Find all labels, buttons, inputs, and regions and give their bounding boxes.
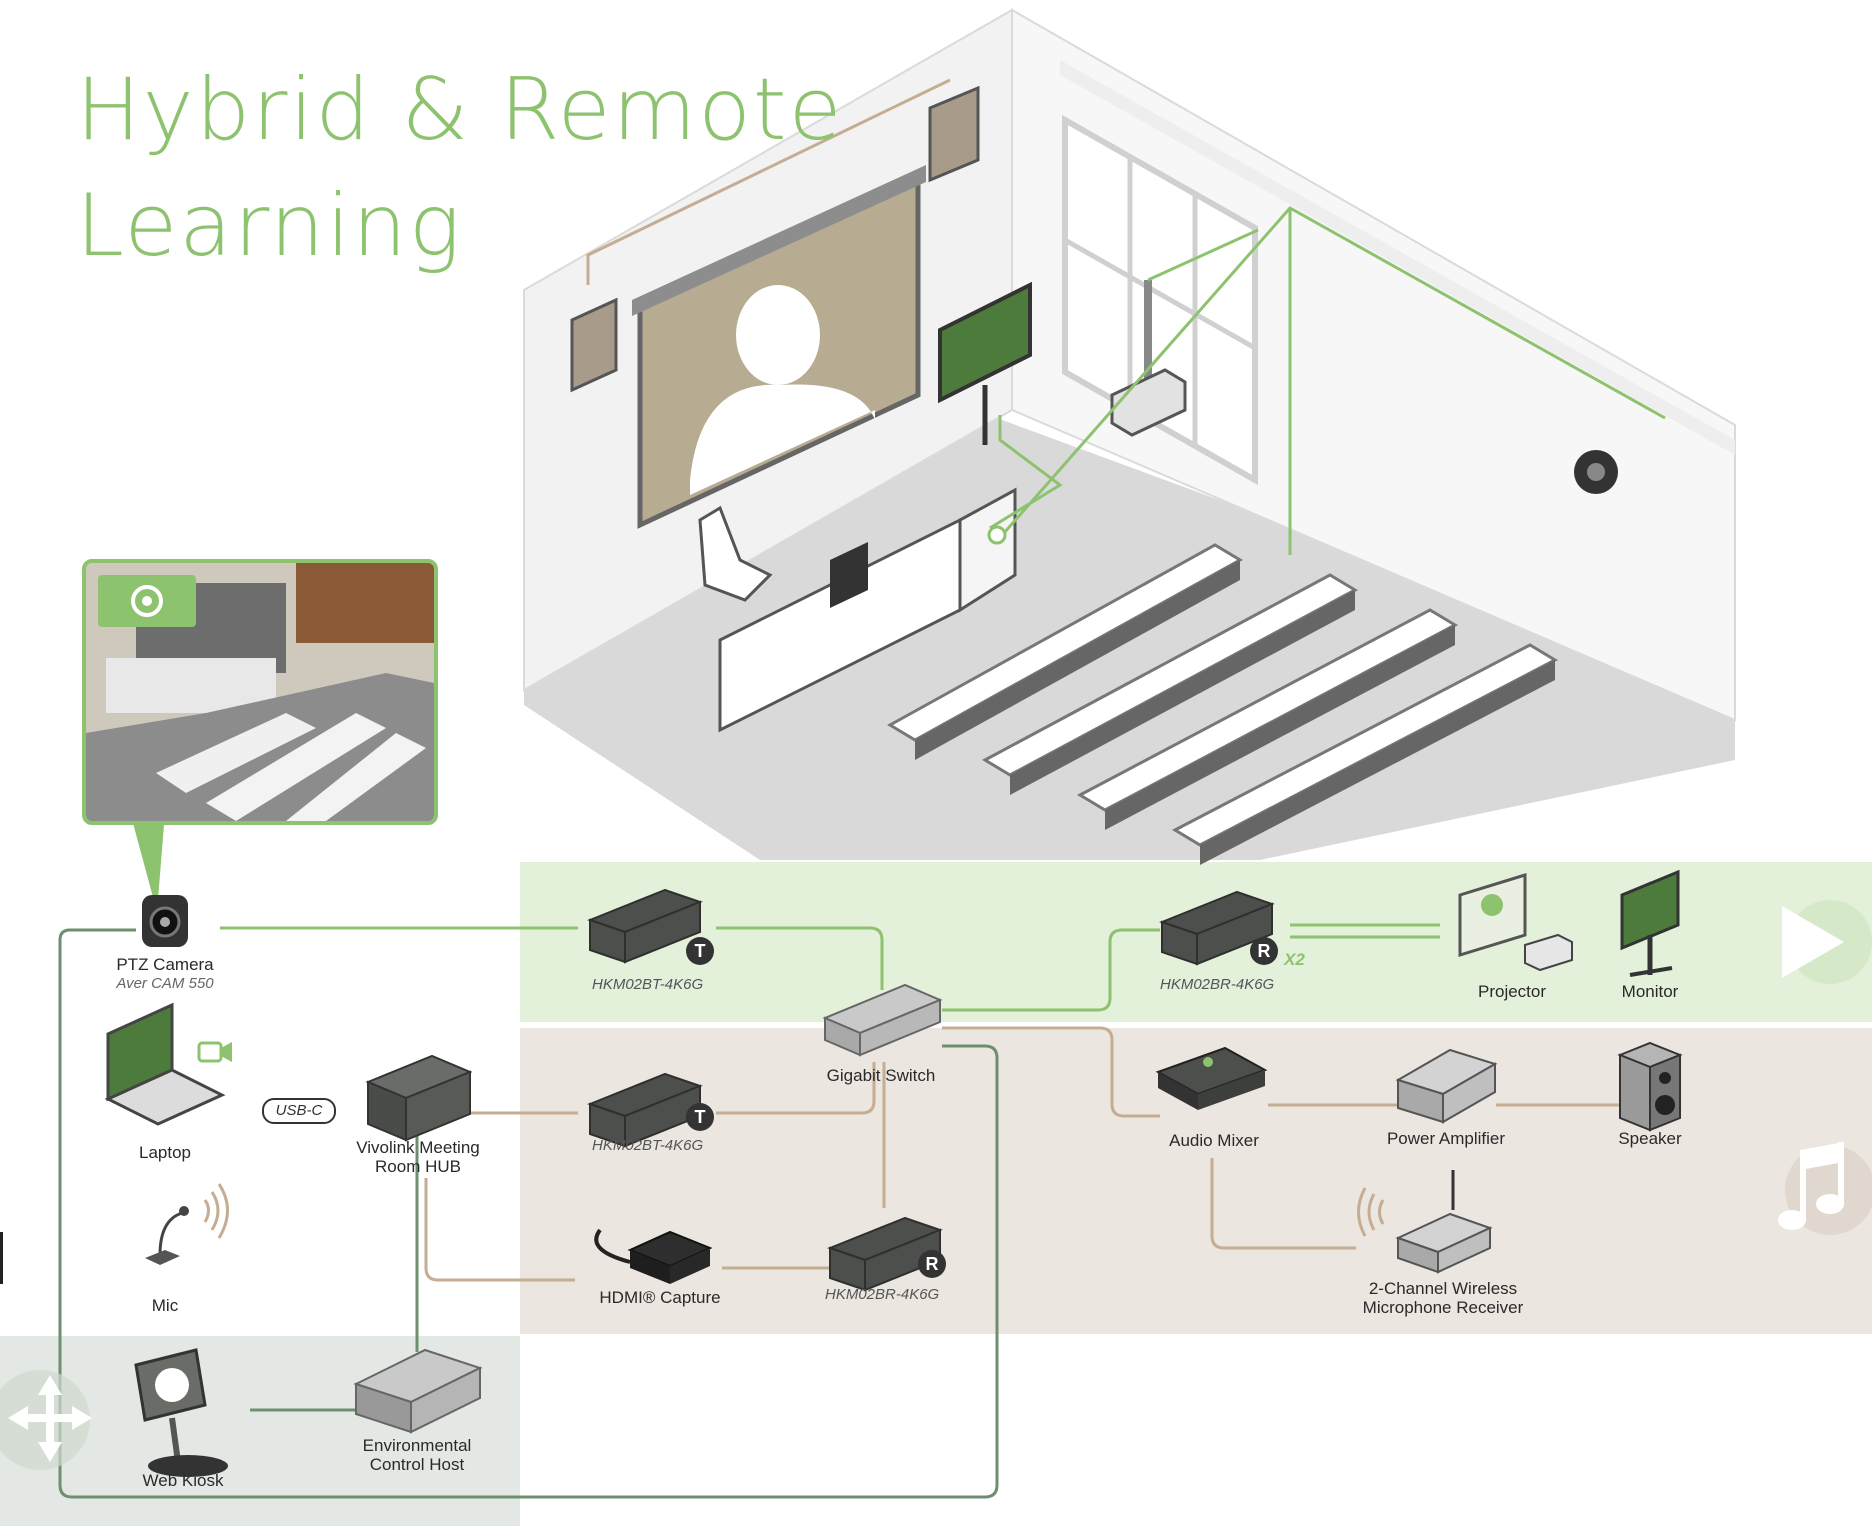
rx-top-device[interactable]	[1159, 890, 1275, 966]
wireless-receiver-label: 2-Channel Wireless Microphone Receiver	[1362, 1279, 1524, 1317]
speaker-label: Speaker	[1618, 1129, 1682, 1148]
rx-bottom-model: HKM02BR-4K6G	[825, 1286, 940, 1303]
play-icon[interactable]	[1782, 906, 1844, 978]
page-title: Hybrid & Remote Learning	[76, 52, 844, 284]
tx-mid-badge: T	[686, 1103, 714, 1131]
edge-marker	[0, 1232, 3, 1284]
power-amplifier-device[interactable]	[1395, 1048, 1498, 1124]
env-host-device[interactable]	[353, 1348, 483, 1434]
room-illustration	[523, 8, 1736, 865]
classroom-photo-image	[86, 563, 434, 821]
laptop-label: Laptop	[139, 1143, 191, 1162]
usb-c-connector-label: USB-C	[262, 1098, 336, 1124]
video-camera-icon	[197, 1041, 232, 1063]
hdmi-capture-label: HDMI® Capture	[599, 1288, 721, 1307]
speaker-device[interactable]	[1617, 1041, 1683, 1132]
vivolink-hub-device[interactable]	[365, 1054, 473, 1142]
connections	[58, 923, 1622, 1499]
web-kiosk-device[interactable]	[134, 1348, 228, 1477]
title-line-2: Learning	[76, 176, 463, 276]
rx-top-badge: R	[1250, 937, 1278, 965]
tx-top-device[interactable]	[587, 888, 703, 964]
mic-label: Mic	[151, 1296, 179, 1315]
projector-device[interactable]	[1458, 872, 1573, 972]
tx-mid-model: HKM02BT-4K6G	[592, 1137, 704, 1154]
wireless-signal-icon	[1357, 1187, 1385, 1237]
title-line-1: Hybrid & Remote	[76, 60, 844, 160]
gigabit-switch-device[interactable]	[822, 983, 943, 1057]
tx-top-badge: T	[686, 937, 714, 965]
rx-bottom-device[interactable]	[827, 1216, 943, 1292]
monitor-device[interactable]	[1620, 869, 1680, 977]
rx-top-count: X2	[1284, 950, 1305, 969]
audio-mixer-device[interactable]	[1155, 1046, 1268, 1110]
vivolink-hub-label: Vivolink Meeting Room HUB	[356, 1138, 480, 1176]
rx-bottom-badge: R	[918, 1250, 946, 1278]
callout-pointer	[130, 812, 165, 912]
env-host-label: Environmental Control Host	[362, 1436, 472, 1474]
camera-icon	[131, 585, 163, 617]
hdmi-capture-device[interactable]	[594, 1228, 713, 1284]
rx-top-model: HKM02BR-4K6G	[1160, 976, 1275, 993]
tx-top-model: HKM02BT-4K6G	[592, 976, 704, 993]
music-note-icon[interactable]	[1778, 1142, 1844, 1230]
tx-mid-device[interactable]	[587, 1072, 703, 1148]
wireless-signal-icon	[203, 1183, 229, 1239]
classroom-photo	[82, 559, 438, 825]
audio-mixer-label: Audio Mixer	[1169, 1131, 1259, 1150]
move-arrows-icon[interactable]	[8, 1375, 92, 1462]
laptop-device[interactable]	[104, 1002, 226, 1126]
gigabit-switch-label: Gigabit Switch	[826, 1066, 936, 1085]
monitor-label: Monitor	[1621, 982, 1679, 1001]
wireless-receiver-device[interactable]	[1395, 1170, 1493, 1274]
ptz-camera-device[interactable]	[142, 895, 188, 947]
projector-label: Projector	[1477, 982, 1547, 1001]
ptz-camera-model: Aver CAM 550	[116, 975, 214, 992]
web-kiosk-label: Web Kiosk	[142, 1471, 224, 1490]
power-amplifier-label: Power Amplifier	[1386, 1129, 1506, 1148]
ptz-camera-label: PTZ Camera Aver CAM 550	[100, 955, 230, 993]
mic-device[interactable]	[145, 1206, 189, 1265]
